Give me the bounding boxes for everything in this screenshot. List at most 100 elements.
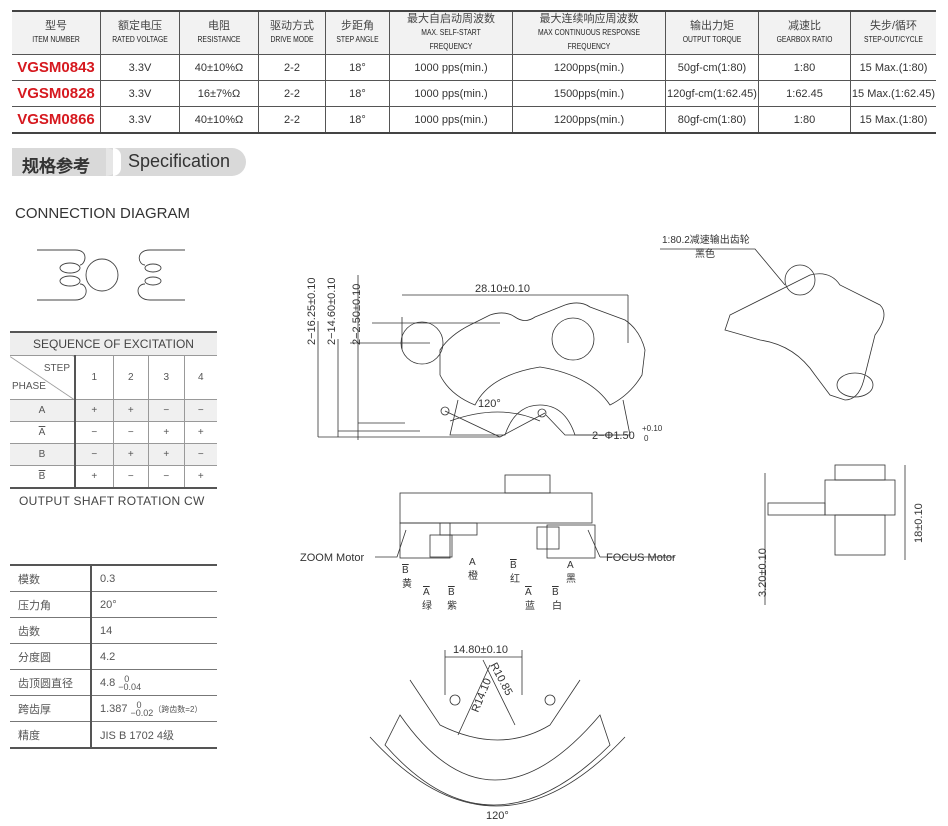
zoom-motor-label: ZOOM Motor	[300, 552, 365, 564]
rotation-note: OUTPUT SHAFT ROTATION CW	[19, 494, 205, 508]
header-cn: 型号	[45, 20, 67, 32]
col-header: 电阻 RESISTANCE	[179, 10, 259, 55]
table-cell: 3.3V	[100, 106, 180, 134]
dimension-label: 2−14.60±0.10	[326, 277, 338, 345]
step-number: 1	[74, 355, 114, 400]
table-cell: 18°	[325, 54, 390, 81]
header-en: GEARBOX RATIO	[776, 35, 833, 44]
header-cn: 最大自启动周波数	[407, 13, 495, 25]
polarity-cell: −	[74, 443, 114, 466]
step-number: 2	[112, 355, 150, 400]
technical-drawings: 28.10±0.10 2−16.25±0.10 2−14.60±0.10 2−2…	[300, 233, 925, 822]
table-cell: 1:80	[758, 106, 851, 134]
item-number: VGSM0828	[12, 80, 101, 107]
pin-color: 绿	[422, 599, 432, 612]
header-en: MAX CONTINUOUS RESPONSE FREQUENCY	[537, 28, 640, 51]
focus-motor-label: FOCUS Motor	[606, 552, 676, 564]
pin-color: 黑	[566, 573, 576, 585]
pin-signal: A	[469, 557, 476, 568]
pin-signal: B	[448, 587, 455, 598]
pin-signal: B	[402, 565, 409, 576]
table-cell: 1000 pps(min.)	[389, 80, 513, 107]
table-cell: 3.3V	[100, 80, 180, 107]
sequence-row: B−++−	[10, 443, 217, 466]
connection-diagram-title: CONNECTION DIAGRAM	[15, 205, 191, 222]
header-en: ITEM NUMBER	[32, 35, 80, 44]
pin-color: 黄	[402, 577, 412, 590]
pin-color: 蓝	[525, 600, 535, 612]
table-cell: 16±7%Ω	[179, 80, 259, 107]
header-en: OUTPUT TORQUE	[682, 35, 742, 44]
table-cell: 18°	[325, 80, 390, 107]
gear-color-callout: 黑色	[695, 247, 715, 260]
top-view-drawing	[317, 275, 646, 440]
polarity-cell: −	[112, 465, 150, 489]
sequence-row: A++−−	[10, 399, 217, 422]
height-dimension: 18±0.10	[913, 503, 925, 543]
sequence-table: SEQUENCE OF EXCITATION STEP PHASE 1 2 3 …	[10, 331, 217, 489]
gear-param-name: 齿顶圆直径	[10, 669, 92, 696]
col-header: 最大连续响应周波数 MAX CONTINUOUS RESPONSE FREQUEN…	[512, 10, 666, 55]
header-cn: 驱动方式	[270, 20, 314, 32]
step-phase-corner: STEP PHASE	[10, 355, 76, 400]
zoom-pin-labels: B 黄 A 绿 B 紫 A 橙	[402, 557, 478, 612]
table-cell: 80gf-cm(1:80)	[665, 106, 759, 134]
table-cell: 120gf-cm(1:62.45)	[665, 80, 759, 107]
step-row: STEP PHASE 1 2 3 4	[10, 355, 217, 400]
polarity-cell: +	[148, 421, 185, 444]
hole-label: 2−Φ1.50	[592, 430, 635, 442]
table-cell: 15 Max.(1:80)	[850, 54, 936, 81]
polarity-cell: −	[112, 421, 150, 444]
header-en: RESISTANCE	[197, 35, 241, 44]
gear-param-value: 0.3	[91, 564, 217, 592]
header-cn: 减速比	[788, 20, 821, 32]
header-cn: 电阻	[208, 20, 230, 32]
tol-up: 0	[124, 673, 130, 684]
pin-signal: A	[423, 587, 430, 598]
polarity-cell: −	[148, 465, 185, 489]
table-cell: 1000 pps(min.)	[389, 54, 513, 81]
gear-param-value: 14	[91, 617, 217, 644]
header-en: STEP ANGLE	[336, 35, 379, 44]
value: 4.8	[100, 676, 116, 689]
header-cn: 最大连续响应周波数	[539, 13, 639, 25]
table-cell: 40±10%Ω	[179, 106, 259, 134]
hole-tolerance: +0.10	[642, 424, 663, 433]
radius-label: R14.10	[470, 677, 494, 714]
pin-signal: A	[567, 560, 574, 571]
phase-label: A	[10, 421, 76, 444]
value: 14	[100, 624, 113, 637]
polarity-cell: +	[148, 443, 185, 466]
section-title-en: Specification	[128, 151, 231, 171]
step-number: 3	[148, 355, 185, 400]
band-divider	[113, 148, 121, 176]
col-header: 型号 ITEM NUMBER	[12, 10, 101, 55]
pin-signal: B	[510, 560, 517, 571]
pin-color: 紫	[447, 600, 457, 612]
polarity-cell: +	[112, 399, 150, 422]
header-cn: 额定电压	[118, 20, 162, 32]
isometric-view-drawing	[660, 248, 885, 401]
table-cell: 1200pps(min.)	[512, 54, 666, 81]
hole-tolerance: 0	[644, 434, 649, 443]
angle-label: 120°	[478, 398, 501, 410]
dimension-label: 2−16.25±0.10	[306, 277, 318, 345]
table-cell: 1200pps(min.)	[512, 106, 666, 134]
pin-signal: B	[552, 587, 559, 598]
pin-color: 白	[552, 599, 562, 612]
note: （跨齿数=2）	[153, 704, 203, 714]
table-cell: 50gf-cm(1:80)	[665, 54, 759, 81]
table-cell: 1:80	[758, 54, 851, 81]
